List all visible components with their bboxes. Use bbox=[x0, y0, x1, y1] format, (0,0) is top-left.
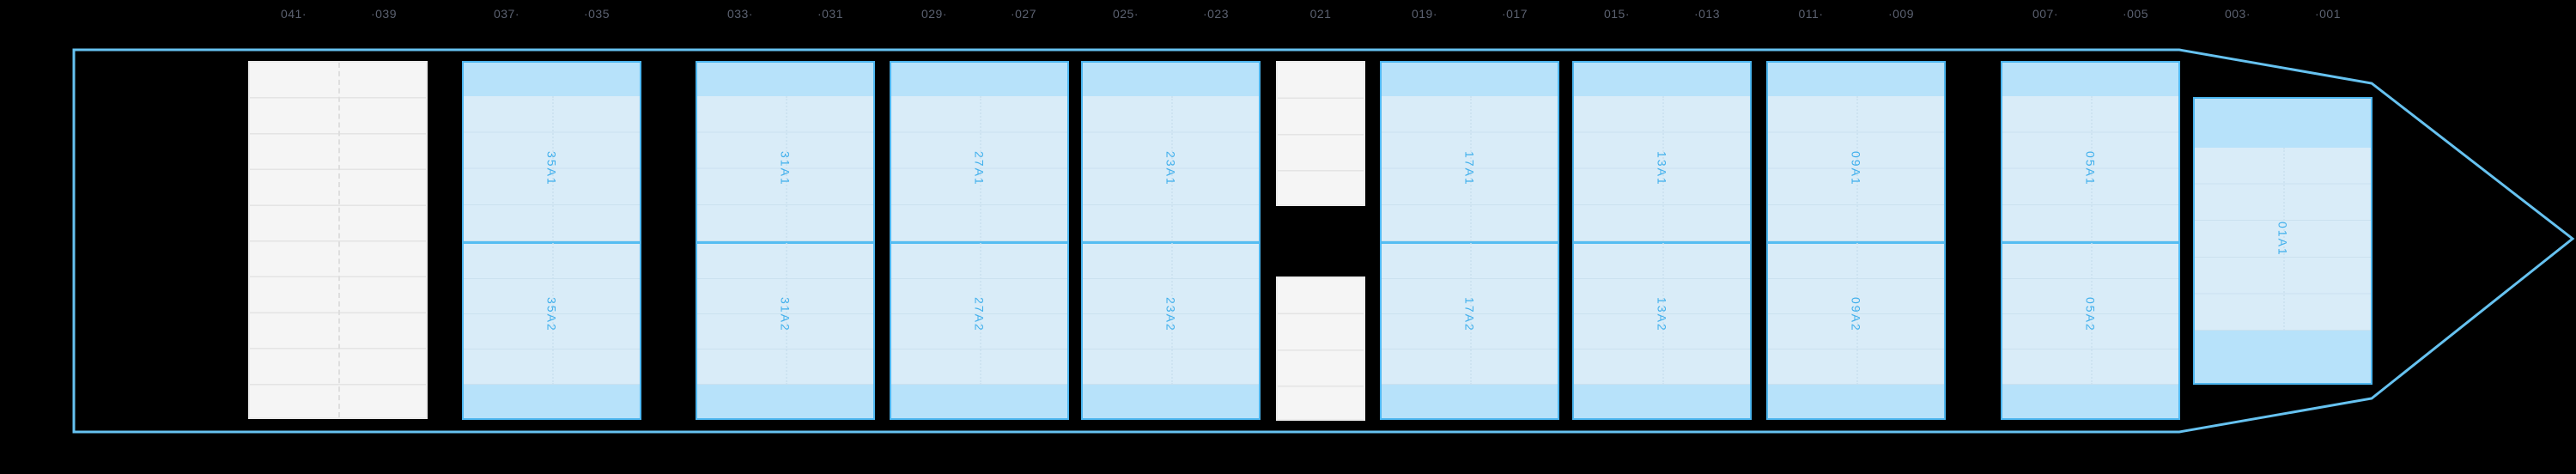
slot-grid-021-lower[interactable] bbox=[1276, 276, 1365, 421]
bay-cell-label: 27A1 bbox=[972, 151, 987, 186]
bay-cell-label: 05A1 bbox=[2083, 151, 2098, 186]
bay-cell-label: 09A1 bbox=[1849, 151, 1863, 186]
bay-top-band bbox=[2195, 99, 2371, 148]
bay-bottom-band bbox=[2002, 385, 2178, 418]
bay-bottom-band bbox=[1768, 385, 1944, 418]
bay-top-band bbox=[2002, 63, 2178, 96]
bay-position-label: ·013 bbox=[1693, 7, 1721, 21]
slot-grid-039-041[interactable] bbox=[248, 61, 428, 419]
bay-center-dotted-line bbox=[2282, 148, 2285, 331]
bay-position-label: 041· bbox=[280, 7, 307, 21]
bay-position-label: ·001 bbox=[2314, 7, 2342, 21]
bay-top-band bbox=[1768, 63, 1944, 96]
bay-17[interactable]: 17A1 17A2 bbox=[1380, 61, 1559, 420]
bay-center-dotted-line bbox=[1469, 96, 1472, 385]
bay-position-label: 025· bbox=[1112, 7, 1139, 21]
bay-bottom-band bbox=[1083, 385, 1259, 418]
bay-position-label: 037· bbox=[493, 7, 520, 21]
bay-cell-label: 13A1 bbox=[1655, 151, 1669, 186]
bay-cell-label: 23A1 bbox=[1163, 151, 1178, 186]
bay-13[interactable]: 13A1 13A2 bbox=[1572, 61, 1752, 420]
bay-position-label: 019· bbox=[1411, 7, 1438, 21]
bay-bottom-band bbox=[891, 385, 1067, 418]
bay-center-dotted-line bbox=[1170, 96, 1173, 385]
bay-position-label: 033· bbox=[726, 7, 754, 21]
bay-cell-label: 13A2 bbox=[1655, 296, 1669, 332]
bay-center-dotted-line bbox=[979, 96, 981, 385]
bay-cell-label: 09A2 bbox=[1849, 296, 1863, 332]
bay-top-band bbox=[697, 63, 873, 96]
slot-grid-021-upper[interactable] bbox=[1276, 61, 1365, 206]
bay-position-label: ·035 bbox=[583, 7, 611, 21]
bay-top-band bbox=[464, 63, 640, 96]
bay-center-dotted-line bbox=[2090, 96, 2093, 385]
bay-cell-label: 17A2 bbox=[1462, 296, 1477, 332]
bay-center-dotted-line bbox=[785, 96, 787, 385]
bay-bottom-band bbox=[464, 385, 640, 418]
bay-top-band bbox=[1574, 63, 1750, 96]
bay-23[interactable]: 23A1 23A2 bbox=[1081, 61, 1261, 420]
bay-05[interactable]: 05A1 05A2 bbox=[2001, 61, 2180, 420]
bay-position-label: 029· bbox=[920, 7, 948, 21]
bay-bottom-band bbox=[697, 385, 873, 418]
bay-cell-label: 31A1 bbox=[778, 151, 793, 186]
bay-bottom-band bbox=[1382, 385, 1558, 418]
bay-bottom-band bbox=[2195, 331, 2371, 383]
bay-cell-label: 35A1 bbox=[544, 151, 559, 186]
bay-01[interactable]: 01A1 bbox=[2193, 97, 2372, 385]
bay-center-dotted-line bbox=[1662, 96, 1664, 385]
bay-cell-label: 23A2 bbox=[1163, 296, 1178, 332]
bay-position-label: ·039 bbox=[370, 7, 398, 21]
bay-position-label: 007· bbox=[2032, 7, 2059, 21]
bay-cell-label: 17A1 bbox=[1462, 151, 1477, 186]
slot-grid-center-dashed-line bbox=[337, 63, 340, 417]
bay-top-band bbox=[891, 63, 1067, 96]
bay-position-label: ·031 bbox=[817, 7, 844, 21]
bay-center-dotted-line bbox=[1856, 96, 1858, 385]
bay-position-label: ·009 bbox=[1887, 7, 1915, 21]
bay-position-label: ·027 bbox=[1010, 7, 1037, 21]
bay-position-label: ·023 bbox=[1202, 7, 1230, 21]
bay-cell-label: 27A2 bbox=[972, 296, 987, 332]
bay-31[interactable]: 31A1 31A2 bbox=[696, 61, 875, 420]
bay-position-label: ·017 bbox=[1501, 7, 1528, 21]
bay-position-label: 003· bbox=[2224, 7, 2251, 21]
bay-cell-label: 01A1 bbox=[2275, 222, 2290, 257]
bay-position-label: 011· bbox=[1798, 7, 1824, 21]
bay-position-label: 015· bbox=[1603, 7, 1631, 21]
bay-cell-label: 05A2 bbox=[2083, 296, 2098, 332]
bay-position-label: ·005 bbox=[2122, 7, 2149, 21]
bay-cell-label: 31A2 bbox=[778, 296, 793, 332]
bay-top-band bbox=[1083, 63, 1259, 96]
bay-bottom-band bbox=[1574, 385, 1750, 418]
bay-cell-label: 35A2 bbox=[544, 296, 559, 332]
bay-27[interactable]: 27A1 27A2 bbox=[890, 61, 1069, 420]
bay-center-dotted-line bbox=[551, 96, 554, 385]
bay-position-label: 021 bbox=[1309, 7, 1332, 21]
bay-35[interactable]: 35A1 35A2 bbox=[462, 61, 641, 420]
bay-top-band bbox=[1382, 63, 1558, 96]
bay-09[interactable]: 09A1 09A2 bbox=[1766, 61, 1946, 420]
